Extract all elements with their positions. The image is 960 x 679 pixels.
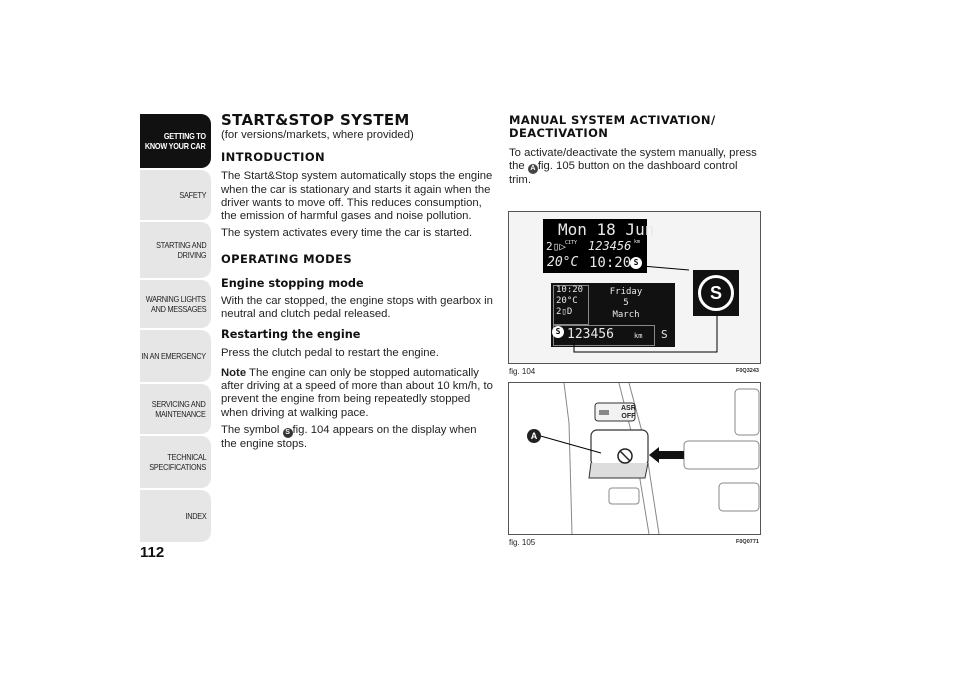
intro-heading: INTRODUCTION (221, 150, 326, 165)
right-column: MANUAL SYSTEM ACTIVATION/ DEACTIVATION T… (509, 114, 759, 188)
tab-warning-lights[interactable]: WARNING LIGHTS AND MESSAGES (140, 280, 211, 328)
restart-heading: Restarting the engine (221, 328, 361, 342)
fuel-gauge-icon: 2▯D (556, 307, 573, 317)
tab-in-an-emergency[interactable]: IN AN EMERGENCY (140, 330, 211, 382)
fig105-code: F0Q0771 (736, 539, 759, 545)
figure-104: Mon 18 Jun 2▯▷ CITY 123456 km 20°C 10:20… (508, 211, 761, 364)
section-subtitle: (for versions/markets, where provided) (221, 129, 414, 141)
tab-label: TECHNICAL (166, 452, 206, 462)
tab-servicing-and-maintenance[interactable]: SERVICING AND MAINTENANCE (140, 384, 211, 434)
tab-label: SAFETY (179, 190, 206, 200)
symbol-text-post: fig. 104 appears on the display when the… (221, 423, 477, 450)
tab-label: DRIVING (177, 250, 206, 260)
display2-gear: S (661, 328, 668, 341)
fig105-caption: fig. 105 (509, 538, 536, 547)
tab-label: GETTING TO (164, 131, 206, 141)
fig104-code: F0Q3243 (736, 368, 759, 374)
tab-index[interactable]: INDEX (140, 490, 211, 542)
display-date: Mon 18 Jun (558, 220, 655, 239)
display2-temp: 20°C (556, 296, 578, 306)
display-odometer: 123456 (588, 239, 632, 253)
start-stop-symbol-enlarged: S (693, 270, 739, 316)
odometer-unit: km (634, 239, 641, 245)
figure-105: ASR OFF A (508, 382, 761, 535)
dashboard-trim-drawing (536, 383, 760, 534)
left-column: START&STOP SYSTEM (for versions/markets,… (221, 112, 493, 451)
tab-label: SPECIFICATIONS (149, 462, 206, 472)
tab-label: SERVICING AND (152, 399, 206, 409)
note-label: Note (221, 366, 247, 379)
manual-text-pre: To activate/deactivate the system manual… (509, 147, 757, 173)
start-stop-icon: S (282, 427, 293, 438)
manual-text-post: fig. 105 button on the dashboard control… (509, 160, 738, 187)
tab-starting-and-driving[interactable]: STARTING AND DRIVING (140, 222, 211, 278)
info-box (553, 285, 589, 325)
page-number: 112 (140, 544, 165, 561)
start-stop-icon: S (698, 275, 734, 311)
section-title: START&STOP SYSTEM (221, 111, 410, 129)
stop-heading: Engine stopping mode (221, 276, 364, 290)
intro-text-2: The system activates every time the car … (221, 227, 473, 240)
display2-time: 10:20 (556, 285, 584, 295)
city-label: CITY (565, 240, 578, 246)
tab-label: KNOW YOUR CAR (145, 141, 206, 151)
restart-text: Press the clutch pedal to restart the en… (221, 347, 439, 360)
display2-month: March (612, 310, 640, 320)
display2-odometer: 123456 (567, 327, 614, 342)
start-stop-icon: S (552, 326, 564, 338)
asr-off-button[interactable]: ASR OFF (621, 405, 636, 421)
tab-label: AND MESSAGES (150, 304, 207, 314)
start-stop-icon: S (630, 257, 642, 269)
tab-technical-specifications[interactable]: TECHNICAL SPECIFICATIONS (140, 436, 211, 488)
tab-getting-to-know-your-car[interactable]: GETTING TO KNOW YOUR CAR (140, 114, 211, 168)
tab-label: INDEX (184, 511, 206, 521)
tab-label: MAINTENANCE (155, 409, 207, 419)
display-temperature: 20°C (547, 255, 579, 270)
start-stop-button-icon: A (527, 164, 538, 175)
note-text: The engine can only be stopped automatic… (221, 366, 493, 419)
tab-safety[interactable]: SAFETY (140, 170, 211, 220)
tab-label: STARTING AND (155, 240, 207, 250)
modes-heading: OPERATING MODES (221, 251, 353, 266)
callout-lines (573, 265, 718, 353)
display-panel-2: 10:20 20°C 2▯D Friday 5 March 123456 km … (551, 283, 675, 347)
fuel-gauge-icon: 2▯▷ (546, 240, 566, 253)
display-time: 10:20 (589, 255, 632, 271)
intro-text: The Start&Stop system automatically stop… (221, 170, 493, 223)
stop-text: With the car stopped, the engine stops w… (221, 294, 493, 321)
asr-label: ASR (621, 405, 636, 412)
off-label: OFF (621, 413, 636, 420)
display2-date: 5 (623, 298, 629, 308)
symbol-text-pre: The symbol (221, 423, 283, 436)
display2-odometer-unit: km (634, 332, 643, 340)
note-paragraph: Note The engine can only be stopped auto… (221, 367, 493, 420)
manual-activation-heading: MANUAL SYSTEM ACTIVATION/ DEACTIVATION (509, 113, 716, 140)
callout-a-marker: A (527, 429, 541, 443)
tab-label: WARNING LIGHTS (146, 294, 206, 304)
manual-activation-text: To activate/deactivate the system manual… (509, 147, 759, 188)
display2-day: Friday (609, 287, 643, 297)
fig104-caption: fig. 104 (509, 367, 536, 376)
tab-label: IN AN EMERGENCY (141, 351, 207, 361)
display-panel-1: Mon 18 Jun 2▯▷ CITY 123456 km 20°C 10:20… (543, 219, 654, 273)
